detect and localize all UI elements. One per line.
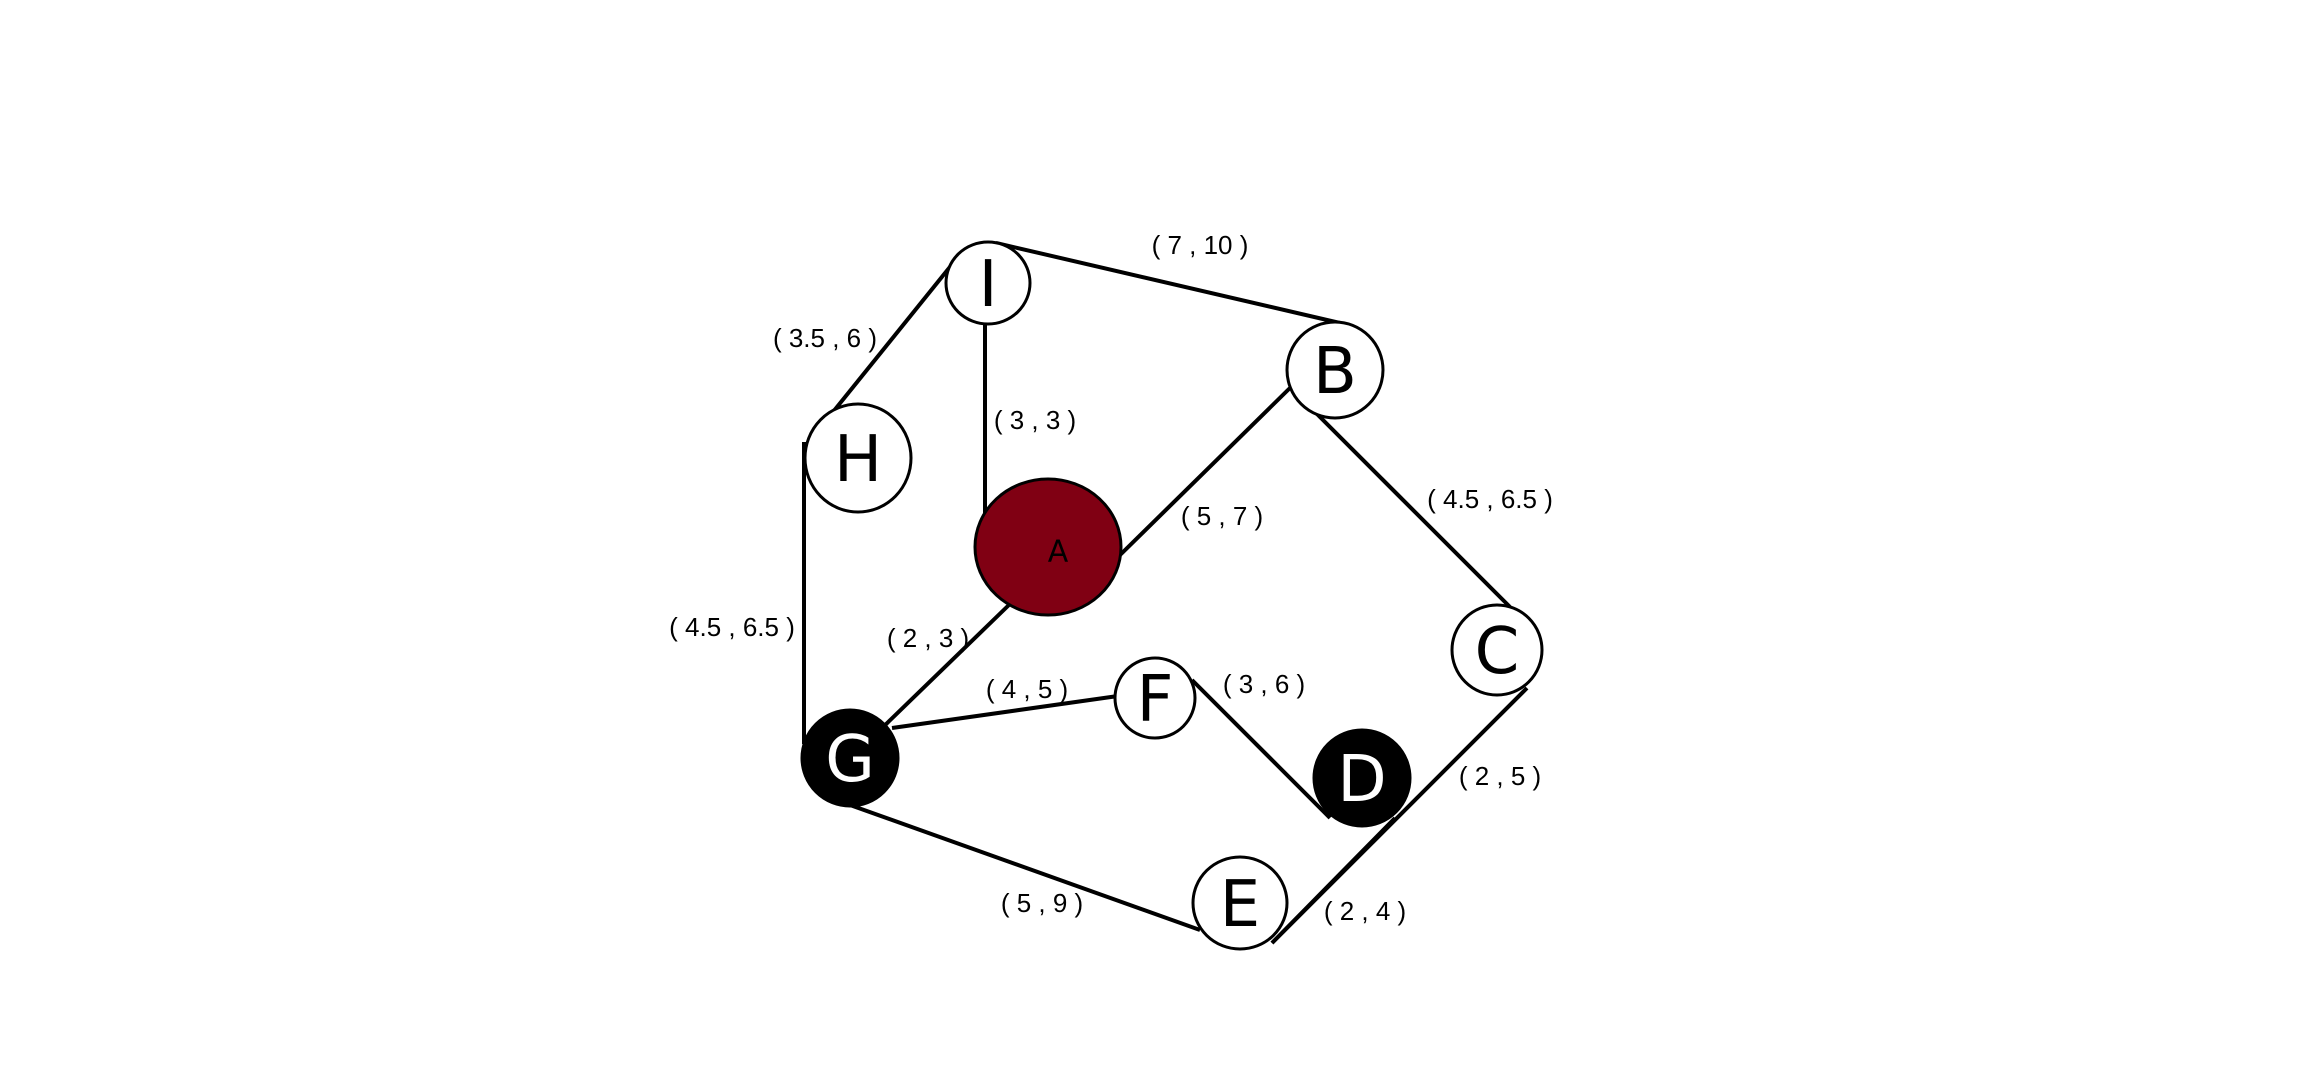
node-b-label: B (1313, 335, 1357, 409)
edge-label-g-f: ( 4 , 5 ) (986, 674, 1068, 704)
node-d-label: D (1337, 743, 1386, 817)
node-h-circle (803, 402, 913, 514)
edge-label-g-e: ( 5 , 9 ) (1001, 888, 1083, 918)
node-f-circle (1113, 656, 1197, 740)
edges-layer (802, 241, 1529, 945)
node-g: G (800, 708, 900, 808)
node-h: H (803, 402, 913, 514)
edge-label-i-a: ( 3 , 3 ) (994, 405, 1076, 435)
node-i-circle (944, 240, 1032, 326)
node-i: I (944, 240, 1032, 326)
edge-d-e (1270, 816, 1397, 945)
node-d-circle (1312, 728, 1412, 828)
node-g-label: G (825, 723, 875, 797)
node-a-circle (973, 477, 1123, 617)
edge-label-b-a: ( 5 , 7 ) (1181, 501, 1263, 531)
node-e-label: E (1220, 868, 1260, 942)
nodes-layer: I B H A C F G D E (800, 240, 1544, 951)
edge-i-b (995, 241, 1341, 325)
edge-b-a (1116, 384, 1294, 559)
edge-label-i-h: ( 3.5 , 6 ) (773, 323, 877, 353)
edge-label-d-e: ( 2 , 4 ) (1324, 896, 1406, 926)
node-e: E (1191, 855, 1289, 951)
edge-g-e (849, 803, 1201, 932)
node-c: C (1450, 603, 1544, 697)
edge-label-a-g: ( 2 , 3 ) (887, 623, 969, 653)
edge-label-i-b: ( 7 , 10 ) (1152, 230, 1249, 260)
edge-labels-layer: ( 7 , 10 ) ( 3.5 , 6 ) ( 3 , 3 ) ( 5 , 7 ) (… (669, 230, 1553, 926)
node-a: A (973, 477, 1123, 617)
edge-a-g (878, 600, 1014, 732)
edge-label-c-e: ( 2 , 5 ) (1459, 761, 1541, 791)
edge-label-h-g: ( 4.5 , 6.5 ) (669, 612, 795, 642)
node-i-label: I (979, 248, 998, 322)
edge-label-b-c: ( 4.5 , 6.5 ) (1427, 484, 1553, 514)
node-g-circle (800, 708, 900, 808)
edge-b-c (1311, 408, 1512, 609)
node-h-label: H (834, 423, 882, 497)
node-e-circle (1191, 855, 1289, 951)
edge-f-d (1190, 678, 1332, 820)
edge-g-f (891, 694, 1119, 730)
node-c-circle (1450, 603, 1544, 697)
node-b: B (1285, 320, 1385, 420)
node-f: F (1113, 656, 1197, 740)
node-d: D (1312, 728, 1412, 828)
node-a-label: A (1048, 535, 1069, 570)
edge-label-f-d: ( 3 , 6 ) (1223, 669, 1305, 699)
node-f-label: F (1137, 663, 1174, 737)
node-b-circle (1285, 320, 1385, 420)
node-c-label: C (1475, 615, 1520, 689)
